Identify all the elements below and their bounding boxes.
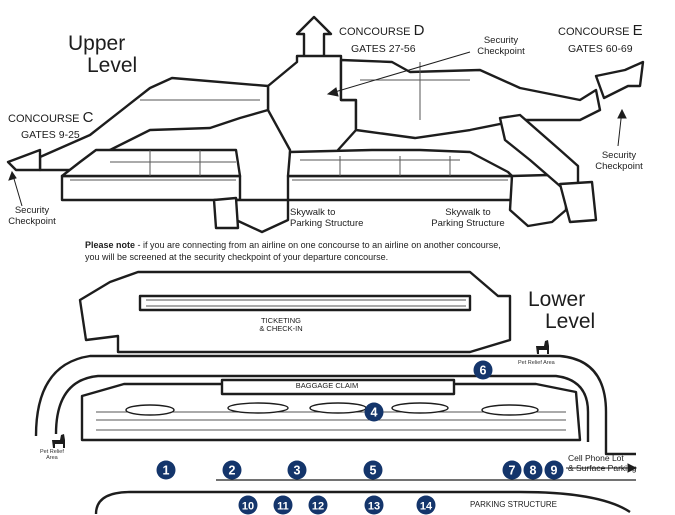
parking-structure-shape — [94, 490, 631, 515]
cell-phone-lot-label: Cell Phone Lot & Surface Parking — [568, 453, 637, 473]
carousel-2 — [227, 402, 289, 414]
pet-relief-right-icon — [536, 340, 549, 354]
marker-4-circle — [364, 402, 384, 422]
marker-8-circle — [523, 460, 543, 480]
ticketing-front — [138, 294, 472, 312]
concourse-e-gates: GATES 60-69 — [568, 43, 633, 55]
skywalk-left — [234, 198, 290, 234]
security-right-label: Security Checkpoint — [595, 150, 643, 172]
marker-4-label: 4 — [371, 406, 378, 420]
security-left-arrow — [8, 170, 23, 207]
concourse-d-gates: GATES 27-56 — [351, 43, 416, 55]
cell-phone-arrow — [566, 463, 638, 473]
upper-level-line1: Upper — [68, 32, 126, 55]
marker-5-circle — [363, 460, 383, 480]
concourse-d-pier — [339, 58, 602, 140]
carousel-3 — [309, 402, 367, 414]
pet-relief-left-label: Pet Relief Area — [40, 449, 64, 461]
marker-7-label: 7 — [509, 464, 516, 478]
marker-10-label: 10 — [242, 501, 254, 513]
upper-left-block — [60, 148, 242, 178]
concourse-e-arrow — [594, 60, 645, 100]
marker-10-circle — [238, 495, 258, 515]
marker-1-circle — [156, 460, 176, 480]
marker-14-circle — [416, 495, 436, 515]
concourse-c-gates: GATES 9-25 — [21, 129, 80, 141]
marker-3-circle — [287, 460, 307, 480]
ticketing-hall — [78, 270, 512, 354]
marker-11-label: 11 — [277, 501, 289, 513]
security-right-arrow — [617, 108, 627, 147]
connection-note: Please note - if you are connecting from… — [85, 240, 501, 262]
concourse-e-title: CONCOURSE E — [558, 22, 643, 39]
concourse-c-title: CONCOURSE C — [8, 109, 94, 126]
marker-7-circle — [502, 460, 522, 480]
skywalk-right-label: Skywalk to Parking Structure — [431, 207, 505, 229]
marker-9-circle — [544, 460, 564, 480]
carousel-1 — [125, 404, 175, 416]
pet-relief-left-icon — [52, 434, 65, 448]
marker-11-circle — [273, 495, 293, 515]
marker-14-label: 14 — [420, 501, 433, 513]
carousel-5 — [481, 404, 539, 416]
marker-9-label: 9 — [551, 464, 558, 478]
marker-8-label: 8 — [530, 464, 537, 478]
marker-12-label: 12 — [312, 501, 324, 513]
marker-6-circle — [473, 360, 493, 380]
concourse-d-arrow — [295, 15, 333, 62]
upper-detail-lines — [70, 62, 508, 181]
skywalk-left-box — [212, 196, 240, 230]
lower-level-line2: Level — [545, 310, 596, 333]
pet-relief-right-label: Pet Relief Area — [518, 360, 555, 366]
marker-5-label: 5 — [370, 464, 377, 478]
marker-13-circle — [364, 495, 384, 515]
lower-level-line1: Lower — [528, 288, 586, 311]
marker-12-circle — [308, 495, 328, 515]
parking-structure-label: PARKING STRUCTURE — [470, 500, 557, 509]
carousel-4 — [391, 402, 449, 414]
marker-6-label: 6 — [480, 364, 487, 378]
marker-1-label: 1 — [163, 464, 170, 478]
concourse-c-arrow — [6, 148, 42, 172]
security-top-arrow — [326, 51, 471, 97]
marker-2-circle — [222, 460, 242, 480]
skywalk-left-label: Skywalk to Parking Structure — [290, 207, 364, 229]
upper-level-line2: Level — [87, 54, 138, 77]
baggage-header — [220, 378, 456, 396]
roadway-inner — [54, 374, 590, 442]
marker-13-label: 13 — [368, 501, 380, 513]
roadway-outer — [34, 354, 636, 456]
ticketing-label: TICKETING & CHECK-IN — [259, 316, 303, 333]
baggage-claim-label: BAGGAGE CLAIM — [295, 381, 359, 390]
security-top-label: Security Checkpoint — [477, 35, 525, 57]
security-left-label: Security Checkpoint — [8, 205, 56, 227]
concourse-d-title: CONCOURSE D — [339, 22, 425, 39]
marker-3-label: 3 — [294, 464, 301, 478]
skywalk-right-box — [558, 180, 598, 224]
marker-2-label: 2 — [229, 464, 236, 478]
